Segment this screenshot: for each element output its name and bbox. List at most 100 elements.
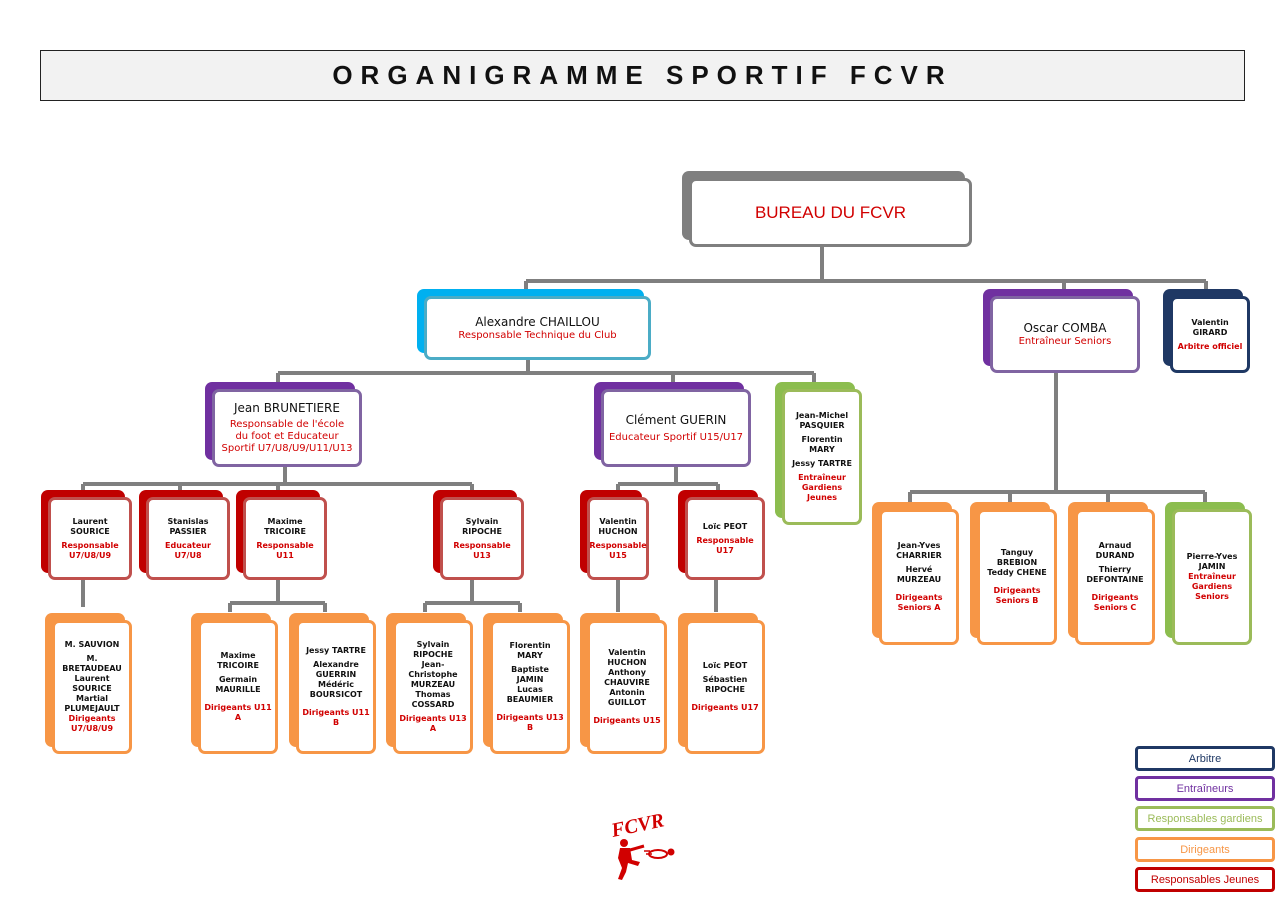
dirigeants-u17-card: Loïc PEOT Sébastien RIPOCHE Dirigeants U… [685, 620, 765, 754]
brunetiere-node: Jean BRUNETIERE Responsable de l'école d… [205, 382, 362, 467]
dirigeants-u13a-node: Sylvain RIPOCHE Jean- Christophe MURZEAU… [386, 613, 473, 754]
dir-u13b-role-2: B [526, 723, 534, 732]
sen-b-role-2: Seniors B [995, 596, 1039, 605]
seniors-b-card: Tanguy BREBION Teddy CHENE Dirigeants Se… [977, 509, 1057, 645]
dir-u11b-role-2: B [332, 718, 340, 727]
dirigeants-u13b-node: Florentin MARY Baptiste JAMIN Lucas BEAU… [483, 613, 570, 754]
guerin-node: Clément GUERIN Educateur Sportif U15/U17 [594, 382, 751, 467]
dirigeants-u11a-node: Maxime TRICOIRE Germain MAURILLE Dirigea… [191, 613, 278, 754]
girard-node: Valentin GIRARD Arbitre officiel [1163, 289, 1250, 373]
seniors-a-node: Jean-Yves CHARRIER Hervé MURZEAU Dirigea… [872, 502, 959, 645]
sourice-node: Laurent SOURICE Responsable U7/U8/U9 [41, 490, 132, 580]
legend-responsables-gardiens: Responsables gardiens [1135, 806, 1275, 831]
dir-u13a-line-6: Thomas [415, 690, 451, 699]
dirigeants-u13a-card: Sylvain RIPOCHE Jean- Christophe MURZEAU… [393, 620, 473, 754]
sen-gk-role-2: Gardiens [1191, 582, 1233, 591]
huchon-card: Valentin HUCHON Responsable U15 [587, 497, 649, 580]
dir-u17-line-2: Sébastien [702, 675, 748, 684]
logo-text: FCVR [608, 809, 666, 842]
sen-a-line-4: MURZEAU [896, 575, 942, 584]
sourice-firstname: Laurent [72, 516, 108, 526]
gardiens-role-3: Jeunes [807, 493, 837, 502]
tricoire-role-1: Responsable [256, 540, 314, 550]
dir-u17-line-3: RIPOCHE [705, 685, 745, 694]
sen-a-line-1: Jean-Yves [897, 541, 941, 550]
dir-u789-role-1: Dirigeants [68, 714, 116, 723]
ripoche-firstname: Sylvain [465, 516, 499, 526]
tricoire-node: Maxime TRICOIRE Responsable U11 [236, 490, 327, 580]
dirigeants-u11b-card: Jessy TARTRE Alexandre GUERRIN Médéric B… [296, 620, 376, 754]
gardiens-role-2: Gardiens [801, 483, 843, 492]
sourice-role-1: Responsable [61, 540, 119, 550]
gardiens-role-1: Entraîneur [798, 473, 846, 482]
comba-node: Oscar COMBA Entraîneur Seniors [983, 289, 1140, 373]
sen-gk-line-1: Pierre-Yves [1186, 552, 1238, 561]
dir-u13b-line-4: Lucas [517, 685, 543, 694]
gardiens-member-1b: PASQUIER [799, 421, 845, 430]
passier-firstname: Stanislas [167, 516, 209, 526]
gardiens-jeunes-card: Jean-Michel PASQUIER Florentin MARY Jess… [782, 389, 862, 525]
tricoire-firstname: Maxime [267, 516, 303, 526]
girard-card: Valentin GIRARD Arbitre officiel [1170, 296, 1250, 373]
dir-u789-line-7: PLUMEJAULT [64, 704, 120, 713]
dirigeants-u789-card: M. SAUVION M. BRETAUDEAU Laurent SOURICE… [52, 620, 132, 754]
passier-card: Stanislas PASSIER Educateur U7/U8 [146, 497, 230, 580]
seniors-gardiens-card: Pierre-Yves JAMIN Entraîneur Gardiens Se… [1172, 509, 1252, 645]
legend-dirigeants: Dirigeants [1135, 837, 1275, 862]
comba-name: Oscar COMBA [1023, 321, 1107, 335]
legend-arbitre: Arbitre [1135, 746, 1275, 771]
dir-u789-line-3: BRETAUDEAU [62, 664, 122, 673]
fcvr-logo-graphic: FCVR [608, 809, 675, 880]
dir-u11b-line-5: BOURSICOT [309, 690, 363, 699]
peot-name: Loïc PEOT [702, 521, 748, 531]
dir-u11b-line-1: Jessy TARTRE [306, 646, 366, 655]
bureau-title: BUREAU DU FCVR [754, 202, 907, 222]
huchon-node: Valentin HUCHON Responsable U15 [580, 490, 649, 580]
seniors-gardiens-node: Pierre-Yves JAMIN Entraîneur Gardiens Se… [1165, 502, 1252, 645]
dir-u15-line-1: Valentin [608, 648, 646, 657]
dir-u11a-line-1: Maxime [220, 651, 256, 660]
dir-u17-line-1: Loïc PEOT [702, 661, 748, 670]
peot-card: Loïc PEOT Responsable U17 [685, 497, 765, 580]
sourice-role-2: U7/U8/U9 [68, 550, 112, 560]
bureau-node: BUREAU DU FCVR [682, 171, 972, 247]
peot-node: Loïc PEOT Responsable U17 [678, 490, 765, 580]
dir-u15-line-6: GUILLOT [607, 698, 647, 707]
dir-u13a-role-1: Dirigeants U13 [399, 714, 467, 723]
dirigeants-u13b-card: Florentin MARY Baptiste JAMIN Lucas BEAU… [490, 620, 570, 754]
dir-u13b-line-5: BEAUMIER [506, 695, 554, 704]
huchon-role-1: Responsable [589, 540, 647, 550]
dirigeants-u15-node: Valentin HUCHON Anthony CHAUVIRE Antonin… [580, 613, 667, 754]
brunetiere-role-2: du foot et Educateur [235, 431, 339, 442]
page-title: ORGANIGRAMME SPORTIF FCVR [332, 60, 953, 90]
bureau-node-card: BUREAU DU FCVR [689, 178, 972, 247]
brunetiere-name: Jean BRUNETIERE [234, 401, 340, 415]
girard-lastname: GIRARD [1192, 327, 1228, 337]
dir-u13a-role-2: A [429, 724, 437, 733]
dir-u15-line-5: Antonin [609, 688, 645, 697]
peot-role-2: U17 [716, 545, 734, 555]
dirigeants-u17-node: Loïc PEOT Sébastien RIPOCHE Dirigeants U… [678, 613, 765, 754]
dirigeants-u15-card: Valentin HUCHON Anthony CHAUVIRE Antonin… [587, 620, 667, 754]
dir-u17-role: Dirigeants U17 [691, 703, 759, 712]
dir-u15-line-4: CHAUVIRE [604, 678, 650, 687]
legend-responsables-jeunes: Responsables Jeunes [1135, 867, 1275, 892]
dirigeants-u11a-card: Maxime TRICOIRE Germain MAURILLE Dirigea… [198, 620, 278, 754]
sourice-card: Laurent SOURICE Responsable U7/U8/U9 [48, 497, 132, 580]
dir-u789-line-5: SOURICE [72, 684, 112, 693]
fcvr-logo: FCVR [600, 800, 690, 885]
dir-u13b-line-3: JAMIN [516, 675, 544, 684]
chaillou-role: Responsable Technique du Club [458, 329, 617, 341]
sen-b-line-3: Teddy CHENE [987, 568, 1047, 577]
passier-role-1: Educateur [165, 540, 211, 550]
gardiens-jeunes-node: Jean-Michel PASQUIER Florentin MARY Jess… [775, 382, 862, 525]
sen-c-line-3: Thierry [1098, 565, 1132, 574]
guerin-name: Clément GUERIN [625, 412, 727, 427]
huchon-lastname: HUCHON [598, 526, 638, 536]
dir-u13a-line-4: Christophe [408, 670, 458, 679]
dir-u13b-role-1: Dirigeants U13 [496, 713, 564, 722]
seniors-c-card: Arnaud DURAND Thierry DEFONTAINE Dirigea… [1075, 509, 1155, 645]
sen-gk-role-1: Entraîneur [1188, 572, 1236, 581]
sourice-lastname: SOURICE [70, 526, 110, 536]
sen-b-line-2: BREBION [996, 558, 1038, 567]
